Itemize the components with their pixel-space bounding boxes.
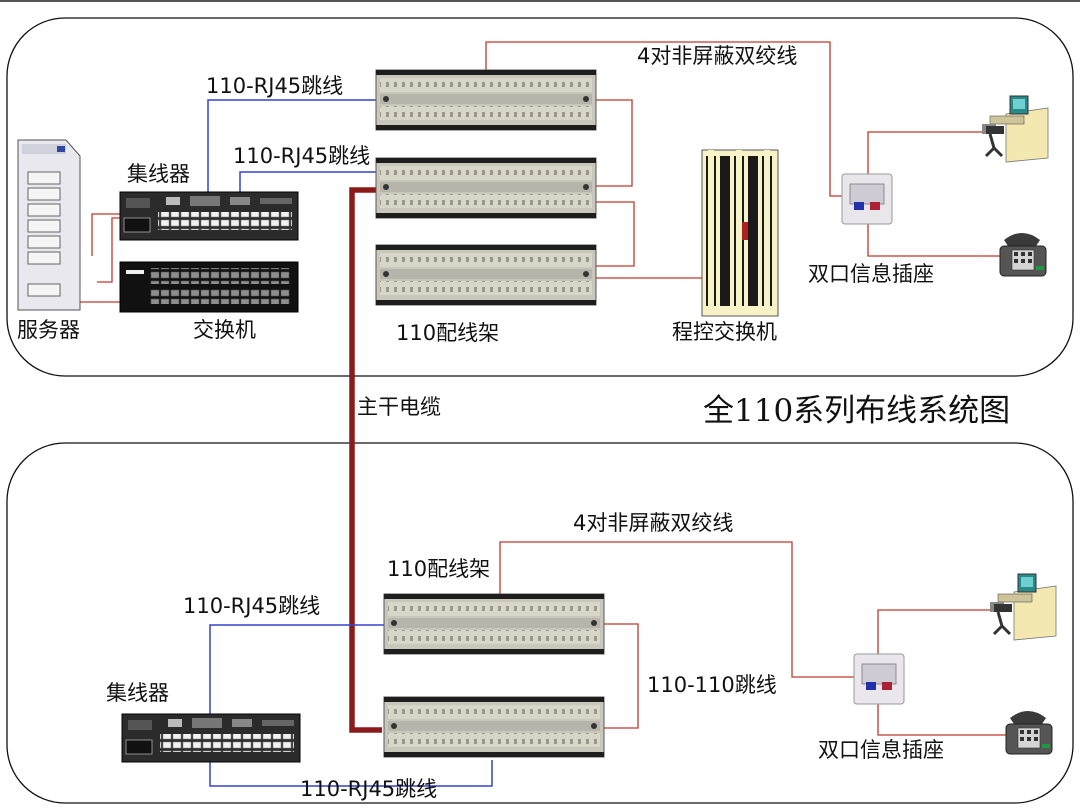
backbone-cable [349, 187, 382, 733]
label-bottom-patch-panel: 110配线架 [387, 557, 491, 581]
label-backbone: 主干电缆 [357, 395, 441, 419]
switch-icon [119, 261, 299, 313]
bottom-workstation-icon [988, 572, 1058, 642]
top-patch-panel-2 [375, 157, 597, 219]
top-patch-panel-3 [375, 244, 597, 306]
bottom-patch-panel-1 [383, 593, 605, 655]
label-top-patch-panel: 110配线架 [396, 321, 500, 345]
top-patch-panel-1 [375, 69, 597, 131]
label-110-110: 110-110跳线 [647, 673, 777, 697]
top-phone-icon [999, 232, 1047, 277]
label-top-outlet: 双口信息插座 [808, 262, 934, 286]
label-bottom-outlet: 双口信息插座 [818, 738, 944, 762]
label-bottom-110-rj45-a: 110-RJ45跳线 [183, 594, 321, 618]
label-top-110-rj45-a: 110-RJ45跳线 [206, 74, 344, 98]
top-wires [78, 41, 1000, 303]
server-icon [17, 139, 81, 311]
label-top-utp: 4对非屏蔽双绞线 [637, 44, 798, 68]
label-top-110-rj45-b: 110-RJ45跳线 [233, 144, 371, 168]
label-switch: 交换机 [193, 318, 256, 342]
bottom-outlet-icon [853, 653, 905, 705]
label-bottom-110-rj45-b: 110-RJ45跳线 [300, 777, 438, 801]
top-hub-icon [119, 191, 299, 241]
pbx-icon [701, 149, 779, 317]
label-top-hub: 集线器 [127, 162, 190, 186]
bottom-hub-icon [121, 713, 301, 763]
bottom-building-frame [6, 442, 1074, 804]
top-workstation-icon [980, 94, 1050, 164]
diagram-title: 全110系列布线系统图 [703, 393, 1011, 429]
label-bottom-hub: 集线器 [106, 681, 169, 705]
label-bottom-utp: 4对非屏蔽双绞线 [573, 511, 734, 535]
top-outlet-icon [841, 173, 893, 225]
label-server: 服务器 [17, 318, 80, 342]
top-building-frame [6, 17, 1074, 377]
bottom-patch-panel-2 [383, 696, 605, 758]
label-pbx: 程控交换机 [672, 320, 777, 344]
bottom-phone-icon [1005, 710, 1053, 755]
bottom-wires [209, 541, 1006, 787]
